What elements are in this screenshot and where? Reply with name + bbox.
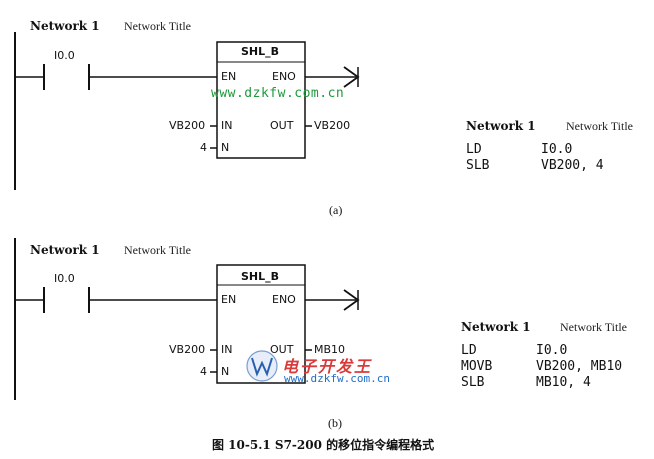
pin-eno: ENO [272,70,296,83]
logo-url: www.dzkfw.com.cn [284,372,390,385]
subfigure-caption: (a) [329,203,343,217]
network-label: Network 1 [30,19,100,33]
stl-network-label: Network 1 [466,119,536,133]
in-operand: VB200 [169,119,206,132]
subfigure-caption: (b) [328,416,342,430]
pin-in: IN [221,119,233,132]
stl-op: SLB [461,375,485,390]
contact-address: I0.0 [54,272,75,285]
figure-caption: 图 10-5.1 S7-200 的移位指令编程格式 [212,438,435,452]
stl-arg: I0.0 [536,343,568,358]
pin-en: EN [221,293,237,306]
network-title: Network Title [124,243,192,257]
stl-network-title: Network Title [566,119,634,133]
pin-eno: ENO [272,293,296,306]
stl-arg: MB10, 4 [536,375,591,390]
pin-n: N [221,365,230,378]
stl-arg: VB200, MB10 [536,359,623,374]
stl-op: LD [461,343,477,358]
contact-address: I0.0 [54,49,75,62]
network-title: Network Title [124,19,192,33]
out-operand: MB10 [314,343,346,356]
network-label: Network 1 [30,243,100,257]
pin-out: OUT [270,119,294,132]
stl-op: LD [466,142,482,157]
pin-out: OUT [270,343,294,356]
shl-b-block [216,41,306,159]
stl-op: MOVB [461,359,493,374]
stl-arg: VB200, 4 [541,158,604,173]
pin-in: IN [221,343,233,356]
logo-emblem-icon [246,350,278,382]
pin-en: EN [221,70,237,83]
block-name: SHL_B [241,45,280,58]
stl-arg: I0.0 [541,142,573,157]
watermark: www.dzkfw.com.cn [211,86,345,101]
n-operand: 4 [200,365,207,378]
pin-n: N [221,141,230,154]
out-operand: VB200 [314,119,351,132]
n-operand: 4 [200,141,207,154]
block-name: SHL_B [241,270,280,283]
stl-network-label: Network 1 [461,320,531,334]
logo-name: 电子开发王 [282,357,373,376]
stl-op: SLB [466,158,490,173]
stl-network-title: Network Title [560,320,628,334]
in-operand: VB200 [169,343,206,356]
